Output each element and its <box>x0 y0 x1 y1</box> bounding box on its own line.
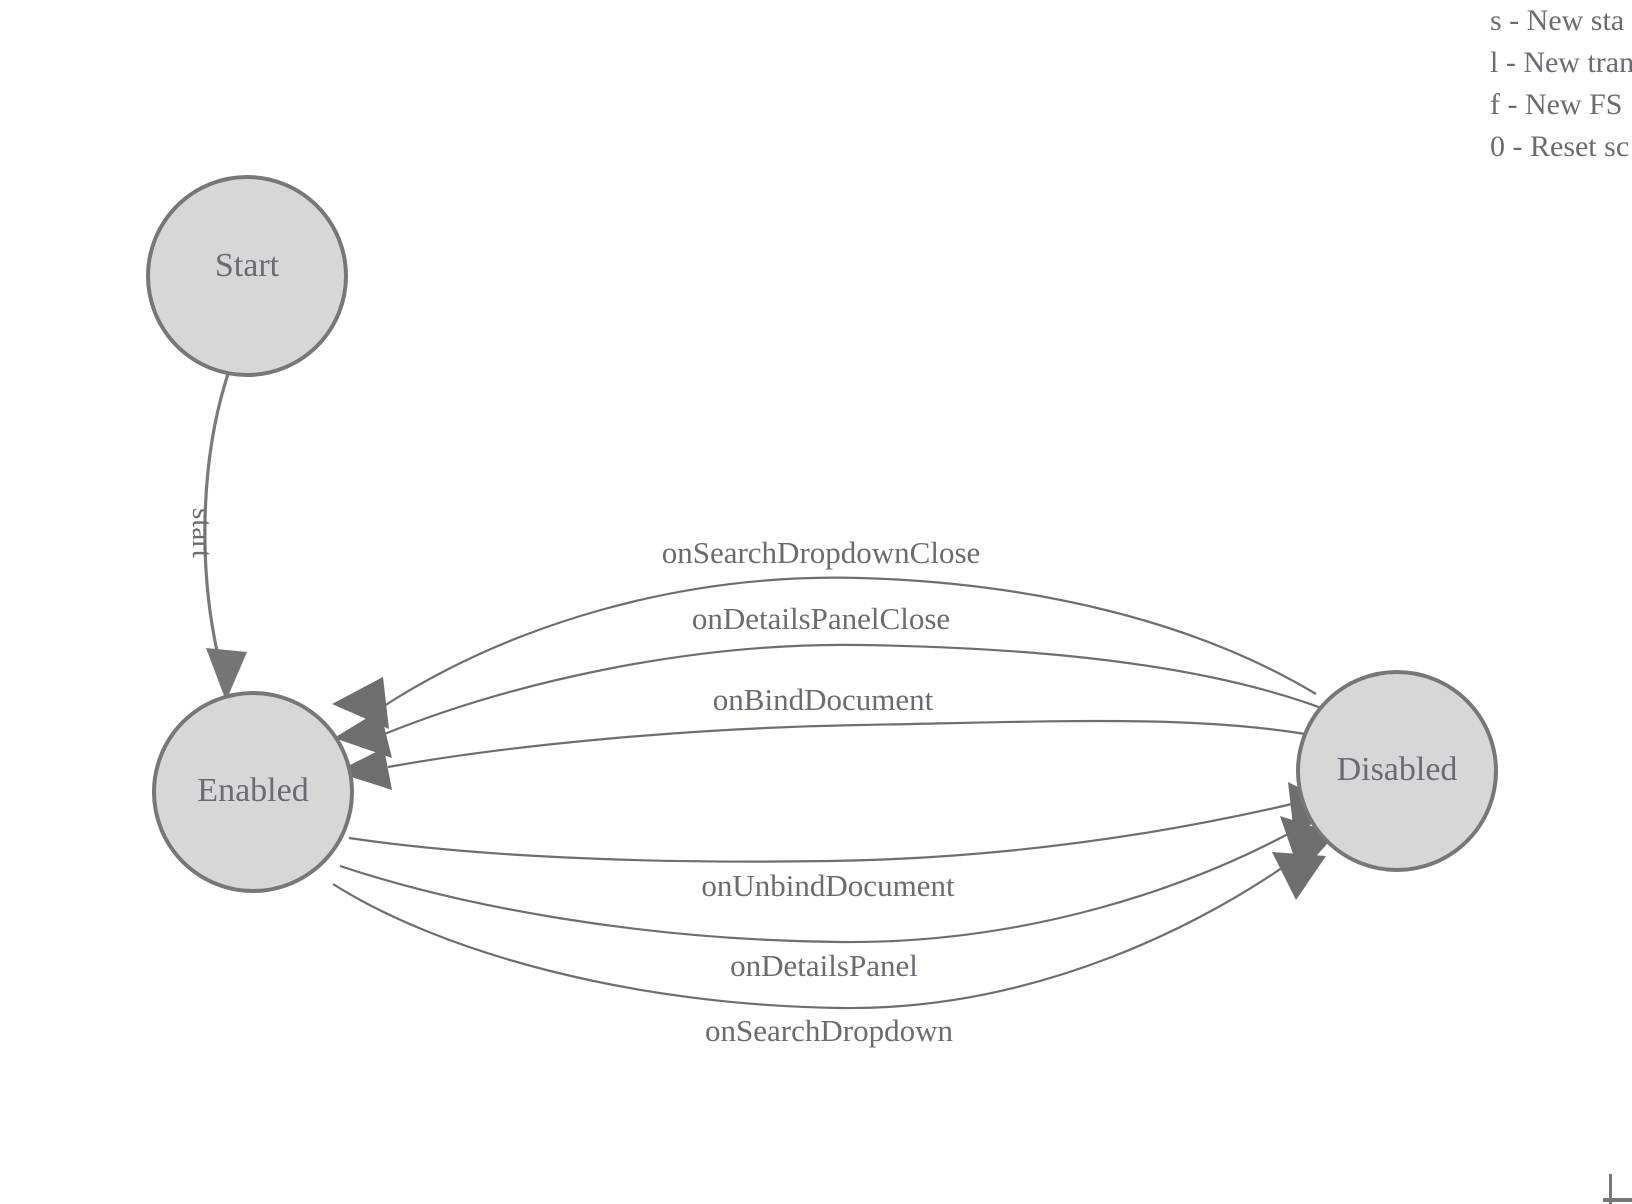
transition-start-to-enabled-path <box>203 373 230 661</box>
transition-label-ondetailspanel: onDetailsPanel <box>730 948 918 983</box>
keyboard-shortcuts-legend: s - New sta l - New tran f - New FS 0 - … <box>1490 0 1632 168</box>
legend-line-new-state: s - New sta <box>1490 4 1625 37</box>
transition-label-onsearchdropdownclose: onSearchDropdownClose <box>662 535 981 570</box>
viewport-corner-mark <box>1603 1172 1632 1204</box>
transition-start-to-enabled[interactable] <box>203 373 247 701</box>
transition-label-ondetailspanelclose: onDetailsPanelClose <box>692 601 950 636</box>
state-node-start-circle <box>146 175 348 377</box>
state-node-disabled-label: Disabled <box>1337 751 1458 788</box>
state-node-enabled-label: Enabled <box>197 772 308 809</box>
transition-ondetailspanel-path <box>339 833 1289 944</box>
transition-onsearchdropdown-arrowhead <box>1272 852 1326 900</box>
transition-label-onunbinddocument: onUnbindDocument <box>701 868 955 903</box>
legend-line-new-transition: l - New tran <box>1490 46 1632 79</box>
transition-onunbinddocument-path <box>348 802 1293 863</box>
transition-enabled-to-disabled-onsearchdropdown[interactable] <box>332 852 1326 1010</box>
transition-onbinddocument-path <box>387 719 1312 769</box>
state-node-start[interactable]: Start <box>146 175 348 377</box>
transition-onsearchdropdownclose-path <box>383 576 1317 707</box>
transition-onbinddocument-arrowhead <box>336 748 392 790</box>
transition-label-onbinddocument: onBindDocument <box>713 682 934 717</box>
corner-mark-vertical <box>1609 1174 1612 1204</box>
transition-label-onsearchdropdown: onSearchDropdown <box>705 1013 953 1048</box>
state-node-start-label: Start <box>215 247 280 284</box>
state-node-disabled-circle <box>1296 670 1498 872</box>
transition-enabled-to-disabled-onunbinddocument[interactable] <box>348 782 1340 863</box>
transition-ondetailspanelclose-arrowhead <box>334 710 392 758</box>
state-node-disabled[interactable]: Disabled <box>1296 670 1498 872</box>
transition-start-to-enabled-arrowhead <box>206 648 247 701</box>
state-node-enabled[interactable]: Enabled <box>152 691 354 893</box>
transition-disabled-to-enabled-ondetailspanelclose[interactable] <box>334 643 1333 758</box>
transition-disabled-to-enabled-onbinddocument[interactable] <box>336 719 1312 790</box>
state-node-enabled-circle <box>152 691 354 893</box>
corner-mark-horizontal <box>1603 1198 1632 1202</box>
transition-ondetailspanelclose-path <box>381 643 1333 737</box>
legend-line-reset-scale: 0 - Reset sc <box>1490 130 1630 163</box>
transition-onsearchdropdown-path <box>332 857 1297 1010</box>
legend-line-new-fsm: f - New FS <box>1490 88 1623 121</box>
transition-label-start: start <box>186 508 218 558</box>
